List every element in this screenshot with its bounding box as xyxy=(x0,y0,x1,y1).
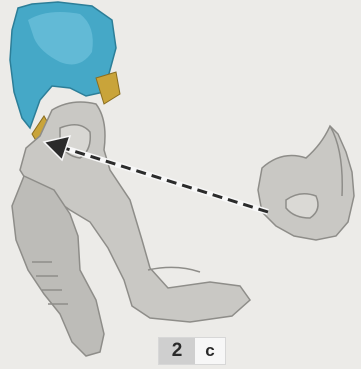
step-label: 2 c xyxy=(159,338,225,364)
step-number: 2 xyxy=(159,338,195,364)
detached-part xyxy=(258,126,354,240)
step-letter: c xyxy=(195,338,225,364)
grey-legs xyxy=(12,102,250,356)
